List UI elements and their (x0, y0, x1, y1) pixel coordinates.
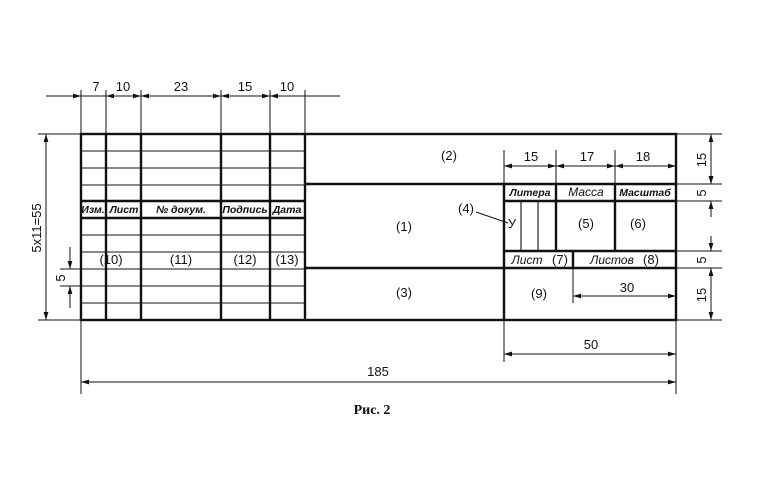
dim-15-bottom: 15 (694, 288, 709, 302)
dim-row-5: 5 (53, 274, 68, 281)
right-block-labels: Литера Масса Масштаб У Лист (7) Листов (… (508, 185, 671, 267)
dim-sub-17: 17 (580, 149, 594, 164)
column-field-numbers: (10) (11) (12) (13) (99, 252, 298, 267)
top-dimension-chain (46, 90, 340, 134)
dim-50: 50 (584, 337, 598, 352)
dim-10: 10 (116, 79, 130, 94)
label-litera: Литера (509, 187, 551, 199)
right-dimension-chain (676, 133, 722, 321)
figure-caption: Рис. 2 (354, 403, 391, 418)
bottom-dim-labels: 30 50 185 (367, 280, 634, 379)
dim-7: 7 (92, 79, 99, 94)
header-row-labels: Изм. Лист № докум. Подпись Дата (81, 204, 301, 216)
left-block-rows (81, 150, 305, 304)
field-12: (12) (233, 252, 256, 267)
col-data: Дата (272, 204, 302, 216)
dim-5-top: 5 (694, 189, 709, 196)
field-3: (3) (396, 285, 412, 300)
dim-10b: 10 (280, 79, 294, 94)
dim-5-bottom: 5 (694, 256, 709, 263)
left-block-columns (104, 134, 307, 320)
left-dimension-chain (38, 133, 81, 321)
col-nomer: № докум. (156, 204, 206, 216)
field-numbers: (2) (1) (3) (4) (5) (6) (9) (396, 148, 646, 301)
top-dim-labels: 7 10 23 15 10 (92, 79, 294, 94)
field-4: (4) (458, 201, 474, 216)
field-6: (6) (630, 216, 646, 231)
field-7: (7) (552, 252, 568, 267)
dim-15-top: 15 (694, 153, 709, 167)
outer-frame (79, 132, 678, 322)
label-listov: Листов (589, 253, 634, 267)
label-list: Лист (511, 253, 543, 267)
field-5: (5) (578, 216, 594, 231)
dim-sub-18: 18 (636, 149, 650, 164)
label-massa: Масса (568, 185, 604, 199)
field-13: (13) (275, 252, 298, 267)
right-dim-labels: 15 5 5 15 (694, 153, 709, 302)
field-1: (1) (396, 219, 412, 234)
leader-4 (475, 211, 509, 224)
col-izm: Изм. (81, 204, 105, 216)
label-u: У (508, 216, 517, 231)
sub-dim-labels: 15 17 18 (524, 149, 650, 164)
field-8: (8) (643, 252, 659, 267)
field-9: (9) (531, 286, 547, 301)
label-masshtab: Масштаб (619, 187, 671, 199)
sub-block-dimensions (503, 150, 677, 184)
dim-30: 30 (620, 280, 634, 295)
right-sub-block (504, 184, 676, 268)
left-dim-labels: 5x11=55 5 (29, 203, 68, 281)
dim-185: 185 (367, 364, 389, 379)
field-10: (10) (99, 252, 122, 267)
col-list: Лист (109, 204, 139, 216)
dim-sub-15: 15 (524, 149, 538, 164)
field-2: (2) (441, 148, 457, 163)
dim-15: 15 (238, 79, 252, 94)
dim-55: 5x11=55 (29, 203, 44, 252)
dim-23: 23 (174, 79, 188, 94)
col-podpis: Подпись (222, 204, 267, 216)
bottom-dimensions (80, 268, 677, 394)
field-11: (11) (170, 252, 192, 267)
